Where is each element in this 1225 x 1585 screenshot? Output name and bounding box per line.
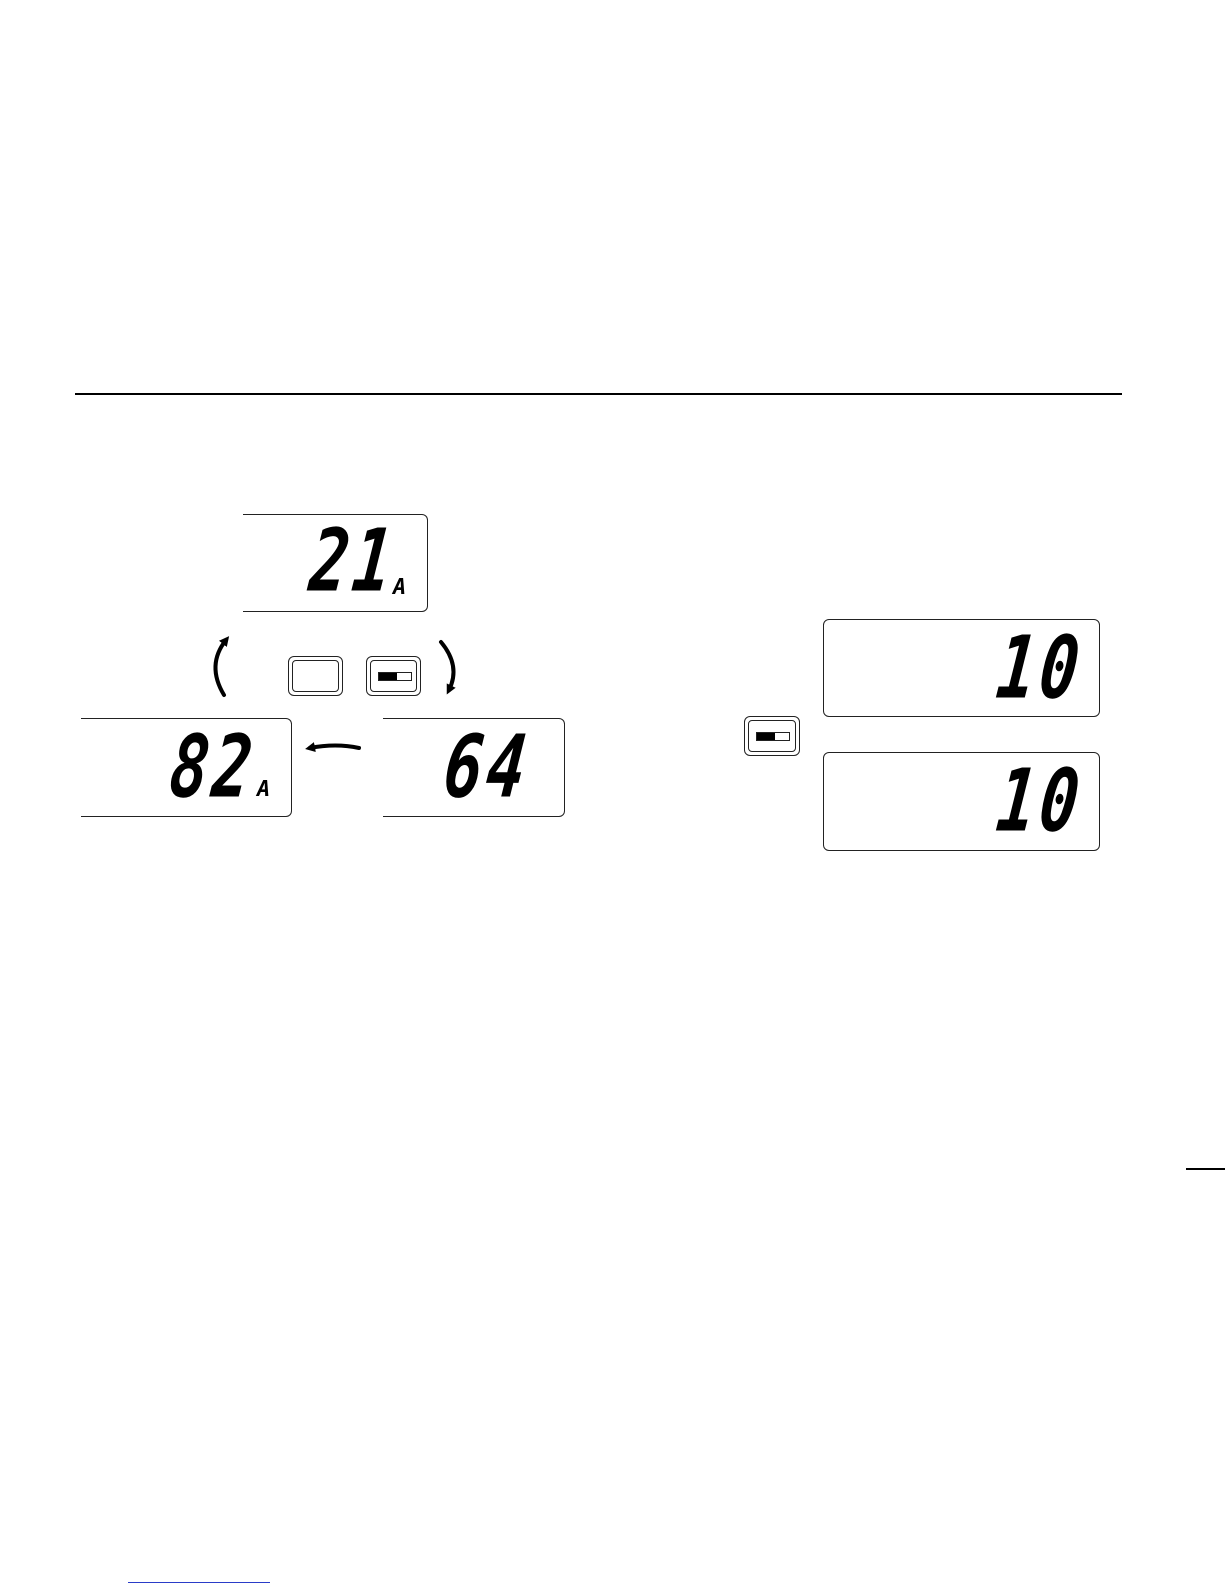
switch-icon-fill — [379, 673, 397, 680]
footer-link-line — [128, 1582, 270, 1583]
arrow-down-right-icon — [441, 642, 454, 690]
switch-icon-fill — [757, 733, 775, 740]
arrow-left-icon — [310, 746, 359, 749]
switch-icon — [378, 672, 412, 681]
switch-icon — [756, 732, 790, 741]
side-tab-mark — [1186, 1168, 1225, 1170]
arrow-up-left-icon — [215, 640, 226, 695]
